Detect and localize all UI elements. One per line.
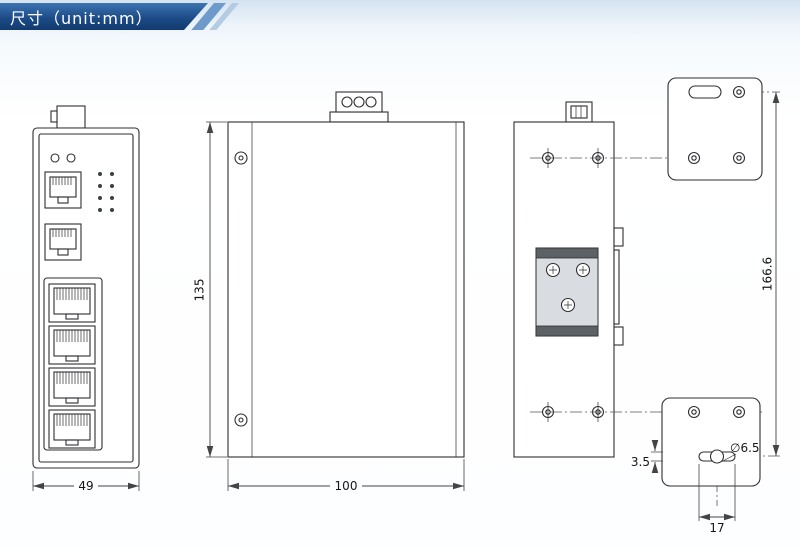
rear-top-connector-inner — [570, 105, 588, 119]
dim-slot-length-label: 17 — [709, 521, 724, 535]
din-latch-notch — [50, 110, 58, 123]
dim-body-depth-label: 100 — [335, 479, 358, 493]
led-indicator — [66, 153, 76, 163]
port-block-frame — [43, 277, 103, 451]
dim-front-width: 49 — [32, 471, 140, 493]
panel-screw — [234, 413, 248, 427]
dim-body-height: 135 — [193, 121, 227, 458]
side-panel-lines — [251, 122, 457, 457]
bracket-slot — [688, 85, 722, 99]
dim-body-height-label: 135 — [193, 279, 207, 302]
bracket-hole — [732, 85, 746, 99]
dim-slot-length: 17 — [698, 464, 736, 535]
plate-screw — [575, 262, 591, 278]
hole-diameter-label: ∅6.5 — [730, 441, 760, 455]
front-view — [32, 105, 140, 469]
title-banner: 尺寸（unit:mm） — [0, 3, 208, 30]
bracket-top-detail — [667, 77, 763, 181]
dim-bracket-offset: 3.5 — [631, 440, 663, 473]
rear-top-connector — [565, 101, 593, 123]
front-housing — [32, 127, 140, 469]
terminal-screw — [353, 96, 365, 108]
dim-bracket-offset-label: 3.5 — [631, 455, 650, 469]
bracket-hole — [687, 151, 701, 165]
din-rail-clip — [613, 227, 624, 346]
dim-front-width-label: 49 — [78, 479, 93, 493]
bracket-hole — [732, 151, 746, 165]
status-led-grid — [98, 172, 114, 212]
page-title: 尺寸（unit:mm） — [10, 8, 153, 28]
din-mount-plate — [535, 247, 599, 337]
side-housing — [227, 121, 465, 458]
dim-body-depth: 100 — [227, 459, 465, 493]
bracket-hole — [687, 405, 701, 419]
led-indicator — [50, 153, 60, 163]
terminal-screw — [341, 96, 353, 108]
header-band: 尺寸（unit:mm） — [0, 0, 800, 36]
bracket-bottom-detail — [661, 397, 761, 487]
panel-screw — [234, 151, 248, 165]
bracket-plate — [661, 397, 761, 487]
bracket-hole — [732, 405, 746, 419]
bracket-keyhole — [709, 449, 725, 464]
terminal-block — [335, 91, 383, 113]
terminal-block-base — [329, 111, 389, 123]
plate-screw — [560, 297, 576, 313]
rear-view — [513, 101, 624, 458]
label-hole-diameter: ∅6.5 — [722, 441, 760, 462]
front-bezel — [38, 133, 134, 463]
terminal-screw — [365, 96, 377, 108]
side-view — [227, 91, 465, 458]
dim-overall-height: 166.6 — [761, 92, 780, 456]
dim-overall-height-label: 166.6 — [761, 257, 775, 291]
plate-screw — [545, 262, 561, 278]
din-latch-tab — [56, 105, 86, 129]
